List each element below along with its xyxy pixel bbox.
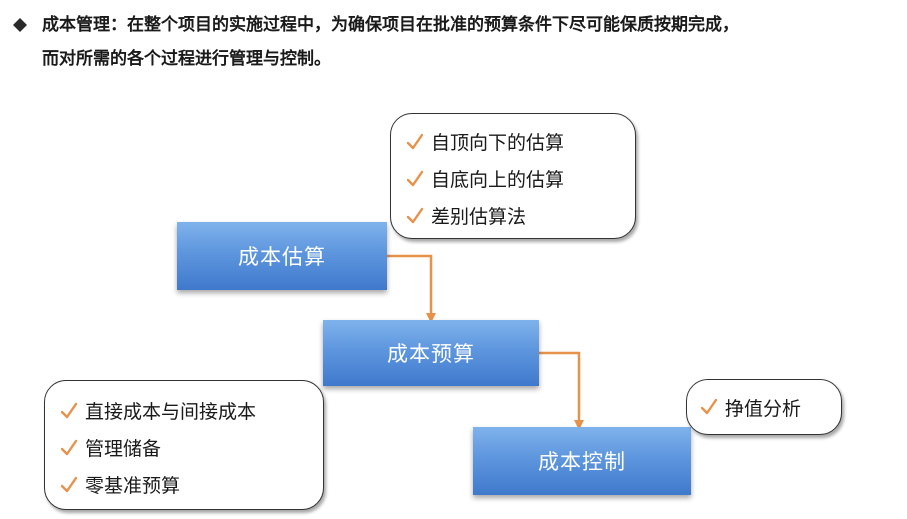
cost-estimate-box: 成本估算 xyxy=(177,222,387,290)
cost-control-label: 成本控制 xyxy=(538,450,626,474)
checkmark-icon xyxy=(407,170,423,188)
checkmark-icon xyxy=(407,207,423,225)
estimate-methods-note: 自顶向下的估算 自底向上的估算 差别估算法 xyxy=(390,113,636,239)
list-item: 挣值分析 xyxy=(701,392,841,422)
budget-items-note: 直接成本与间接成本 管理储备 零基准预算 xyxy=(44,380,324,510)
cost-control-box: 成本控制 xyxy=(473,427,691,495)
list-item: 自底向上的估算 xyxy=(407,160,635,197)
intro-line-2: 而对所需的各个过程进行管理与控制。 xyxy=(42,49,331,69)
intro-line-1: 成本管理：在整个项目的实施过程中，为确保项目在批准的预算条件下尽可能保质按期完成… xyxy=(42,15,739,35)
list-item: 直接成本与间接成本 xyxy=(61,392,323,429)
list-item-label: 零基准预算 xyxy=(85,475,181,497)
list-item-label: 差别估算法 xyxy=(431,206,527,228)
cost-estimate-label: 成本估算 xyxy=(238,245,326,269)
list-item-label: 直接成本与间接成本 xyxy=(85,401,257,423)
checkmark-icon xyxy=(701,398,717,416)
list-item-label: 挣值分析 xyxy=(725,397,802,420)
control-methods-note: 挣值分析 xyxy=(686,379,842,435)
arrow-estimate-to-budget xyxy=(387,254,436,323)
list-item-label: 自顶向下的估算 xyxy=(431,132,565,154)
diamond-bullet-icon xyxy=(12,8,28,42)
list-item-label: 自底向上的估算 xyxy=(431,169,565,191)
checkmark-icon xyxy=(61,402,77,420)
list-item: 零基准预算 xyxy=(61,466,323,503)
list-item: 管理储备 xyxy=(61,429,323,466)
checkmark-icon xyxy=(61,439,77,457)
list-item-label: 管理储备 xyxy=(85,438,162,460)
cost-budget-label: 成本预算 xyxy=(387,342,475,366)
list-item: 自顶向下的估算 xyxy=(407,123,635,160)
list-item: 差别估算法 xyxy=(407,197,635,234)
checkmark-icon xyxy=(61,476,77,494)
arrow-budget-to-control xyxy=(539,351,584,430)
intro-paragraph: 成本管理：在整个项目的实施过程中，为确保项目在批准的预算条件下尽可能保质按期完成… xyxy=(12,8,902,76)
cost-budget-box: 成本预算 xyxy=(323,320,539,386)
checkmark-icon xyxy=(407,133,423,151)
